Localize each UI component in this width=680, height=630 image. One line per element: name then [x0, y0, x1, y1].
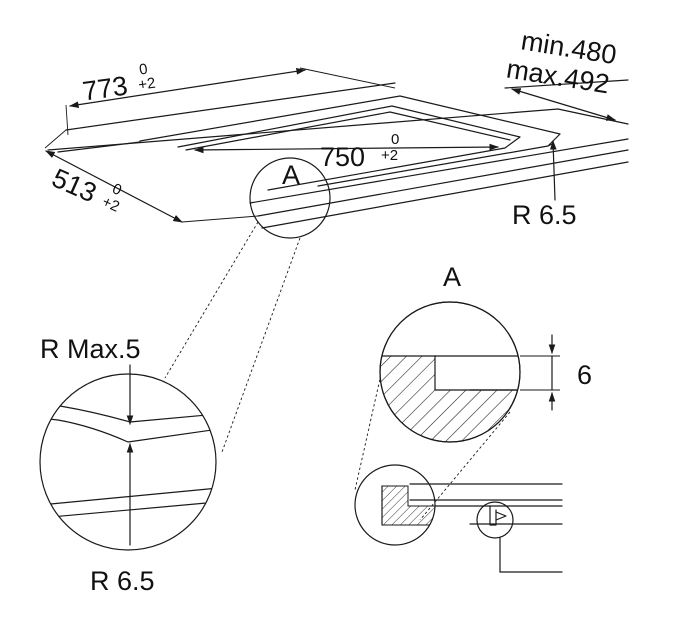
dim-773-value: 773: [81, 71, 130, 107]
dim-750: 750 0 +2: [320, 131, 399, 172]
label-r-6-5-top: R 6.5: [512, 200, 577, 230]
dim-thickness: min.480 max.492: [504, 25, 618, 99]
detail-a: [354, 301, 563, 573]
worktop-view: [44, 67, 629, 239]
dim-773-tol-upper: 0: [138, 61, 149, 79]
dim-750-tol-upper: 0: [391, 131, 399, 148]
dim-513-tol-lower: +2: [99, 193, 122, 215]
label-r-6-5-bottom: R 6.5: [90, 566, 155, 596]
dim-750-tol-lower: +2: [381, 147, 398, 164]
dim-513-value: 513: [48, 163, 101, 209]
label-detail-callout: A: [282, 160, 300, 190]
projection-line-right: [221, 237, 301, 453]
label-r-max-5: R Max.5: [40, 334, 141, 364]
dim-513: 513 0 +2: [48, 163, 125, 216]
projection-line-left: [164, 221, 259, 379]
corner-detail: [39, 364, 217, 551]
dim-750-value: 750: [320, 142, 365, 172]
dim-773-tol-lower: +2: [137, 75, 156, 94]
dim-773: 773 0 +2: [81, 61, 157, 107]
label-detail-title: A: [443, 262, 461, 292]
label-depth-6: 6: [577, 360, 592, 390]
